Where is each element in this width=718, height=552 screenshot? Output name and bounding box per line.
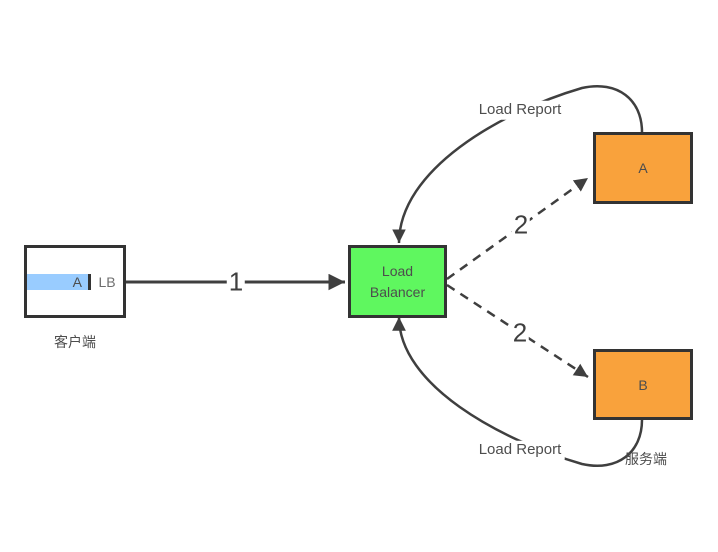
client-node: A LB bbox=[24, 245, 126, 318]
edge-request-label: 1 bbox=[226, 266, 246, 298]
load-balancer-label: Load Balancer bbox=[369, 263, 426, 300]
client-app-section: A bbox=[27, 273, 88, 290]
server-b-label: B bbox=[638, 376, 648, 393]
edge-dispatch-a-label: 2 bbox=[511, 209, 531, 241]
edge-report-b-label: Load Report bbox=[475, 440, 565, 460]
servers-caption: 服务端 bbox=[625, 451, 667, 467]
edge-dispatch-b-label: 2 bbox=[510, 317, 530, 349]
server-b-node: B bbox=[593, 349, 693, 420]
client-caption: 客户端 bbox=[54, 334, 96, 350]
client-app-label: A bbox=[72, 273, 82, 290]
client-lb-label: LB bbox=[98, 273, 116, 290]
load-balancer-node: Load Balancer bbox=[348, 245, 447, 318]
edge-report-a-line bbox=[392, 85, 644, 244]
server-a-label: A bbox=[638, 160, 648, 176]
client-lb-section: LB bbox=[88, 273, 123, 290]
edge-report-a-label: Load Report bbox=[475, 100, 565, 120]
server-a-node: A bbox=[593, 132, 693, 204]
